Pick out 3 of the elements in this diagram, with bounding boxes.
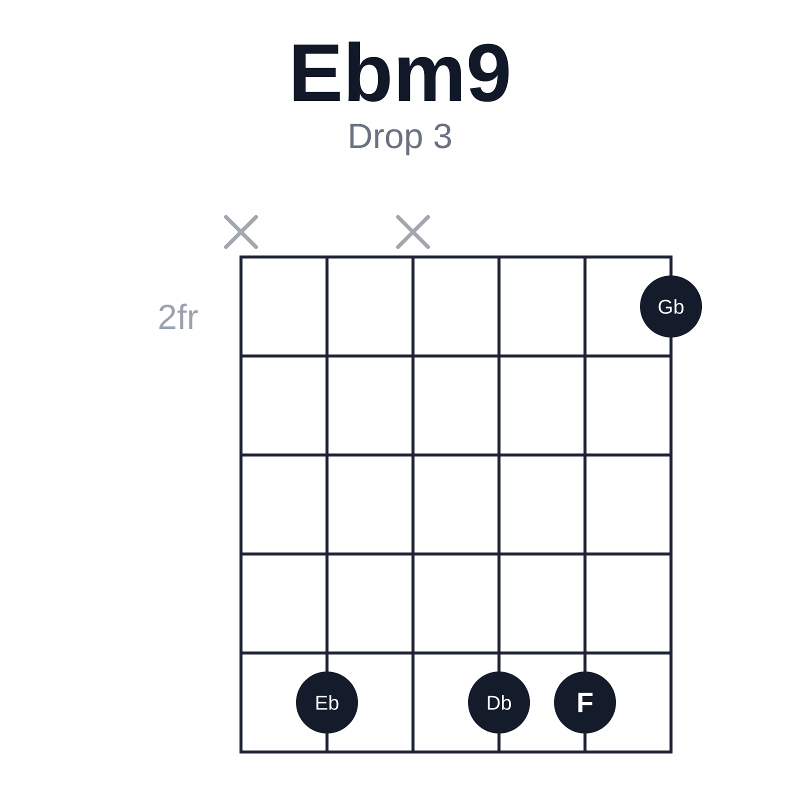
fret-number: 2fr (159, 304, 198, 329)
subtitle: Drop 3 (350, 124, 451, 156)
title: Ebm9 (294, 42, 509, 102)
